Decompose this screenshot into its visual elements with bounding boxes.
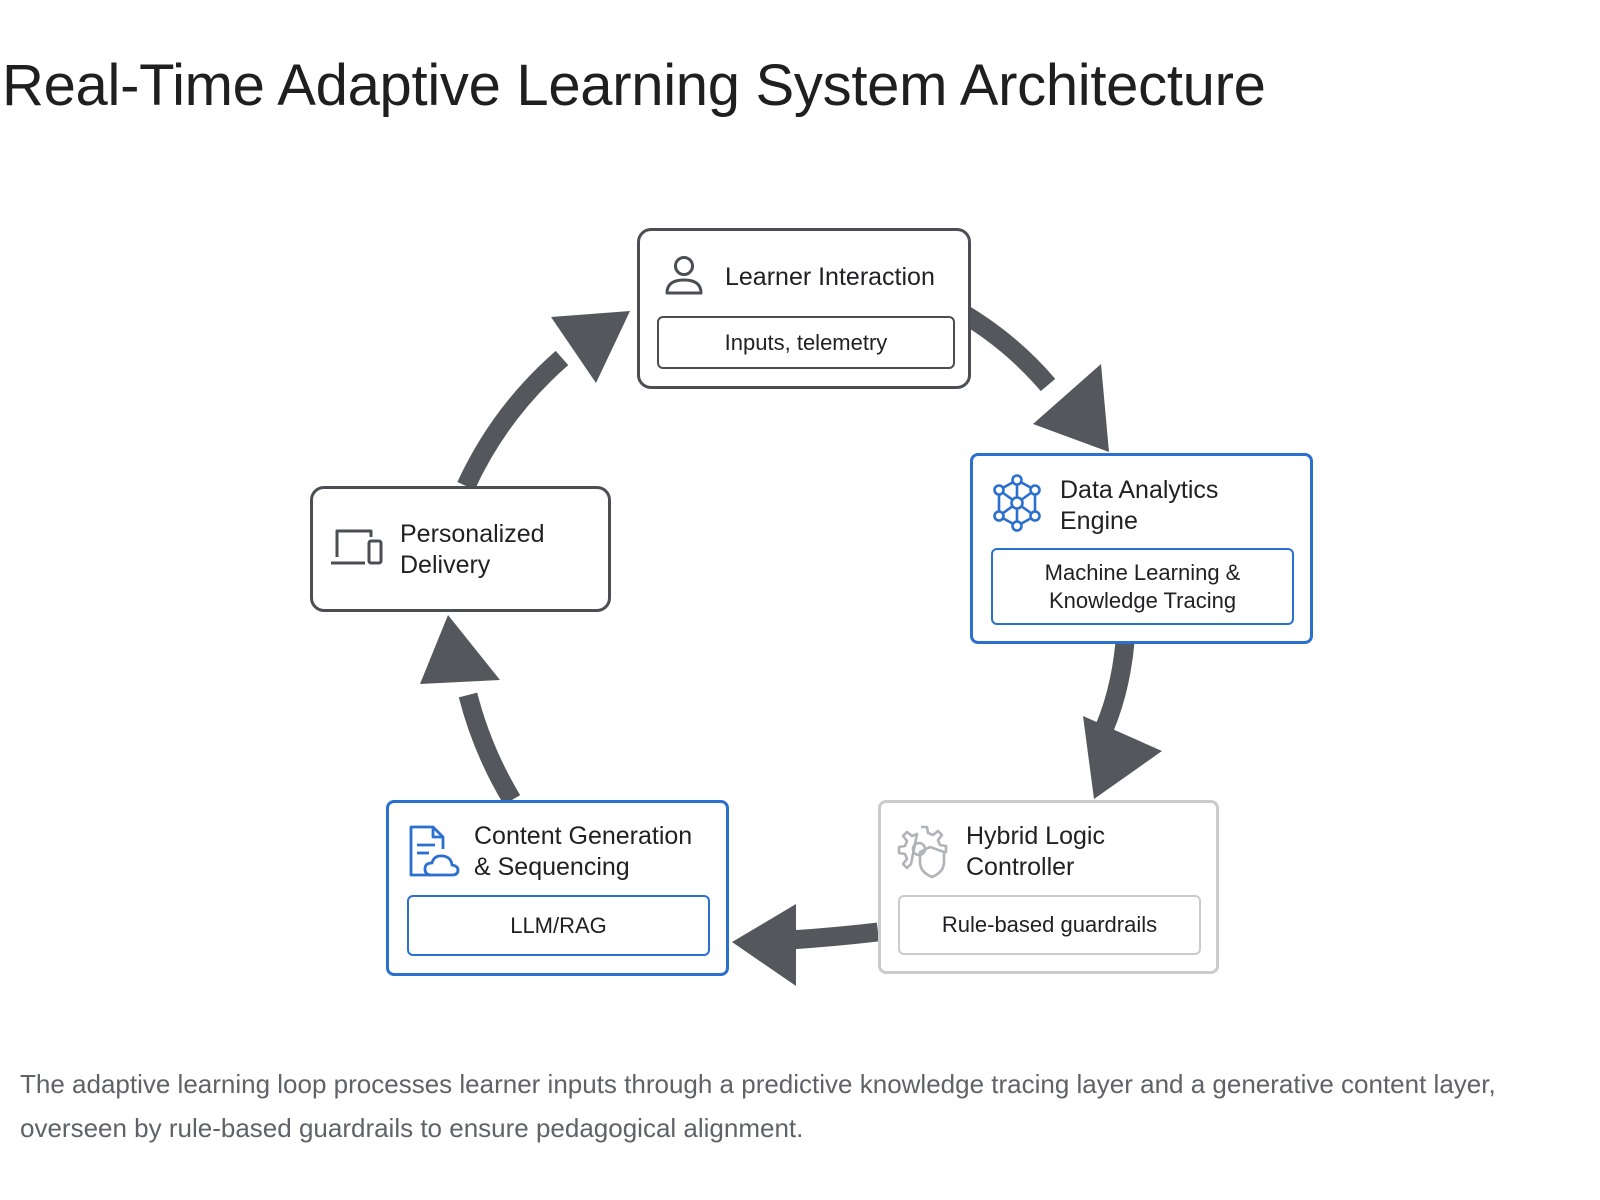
node-data-analytics: Data Analytics Engine Machine Learning &… (970, 453, 1313, 644)
arrowhead-content (732, 904, 796, 986)
gear-shield-icon (897, 825, 948, 879)
arrowhead-learner (551, 311, 630, 383)
arrow-delivery-to-learner (457, 350, 569, 490)
node-title: Content Generation & Sequencing (474, 822, 693, 881)
node-title: Learner Interaction (725, 263, 935, 291)
document-cloud-icon (409, 825, 460, 877)
neural-network-icon (993, 474, 1041, 532)
node-personalized-delivery: Personalized Delivery (310, 486, 611, 612)
node-title: Data Analytics Engine (1060, 476, 1219, 535)
person-icon (665, 256, 703, 295)
node-detail-box: Machine Learning & Knowledge Tracing (991, 548, 1294, 625)
node-hybrid-logic: Hybrid Logic Controller Rule-based guard… (878, 800, 1219, 974)
devices-icon (331, 529, 383, 565)
node-detail-box: Inputs, telemetry (657, 316, 955, 369)
arrow-analytics-to-hybrid (1091, 641, 1135, 743)
arrow-hybrid-to-content (789, 922, 880, 950)
page-title: Real-Time Adaptive Learning System Archi… (2, 53, 1266, 118)
arrowhead-delivery (420, 615, 500, 684)
node-detail-box: Rule-based guardrails (898, 895, 1201, 955)
node-title: Personalized Delivery (400, 520, 545, 579)
arrowhead-hybrid (1083, 716, 1162, 799)
node-detail-box: LLM/RAG (407, 895, 710, 956)
diagram-caption: The adaptive learning loop processes lea… (20, 1069, 1496, 1143)
node-content-generation: Content Generation & Sequencing LLM/RAG (386, 800, 729, 976)
node-learner-interaction: Learner Interaction Inputs, telemetry (637, 228, 971, 389)
arrow-content-to-delivery (458, 692, 521, 805)
node-title: Hybrid Logic Controller (966, 822, 1105, 881)
arrowhead-analytics (1033, 364, 1109, 452)
